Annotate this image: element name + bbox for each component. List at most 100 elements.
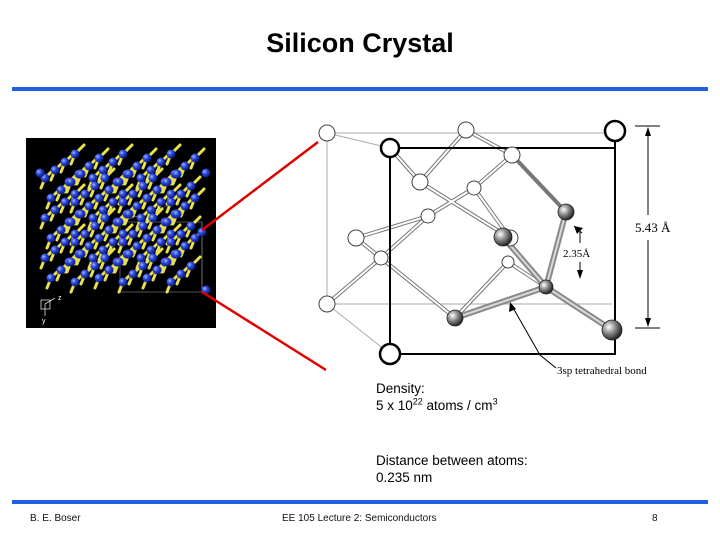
lattice-atom [66, 257, 76, 267]
lattice-atom [84, 241, 94, 251]
lattice-atom [180, 161, 190, 171]
lattice-atom [128, 189, 138, 199]
lattice-atom [100, 253, 110, 263]
lattice-atom [90, 181, 100, 191]
lattice-atom [46, 273, 56, 283]
lattice-atom [94, 193, 104, 203]
lattice-atom [166, 189, 176, 199]
lattice-atom [46, 233, 56, 243]
lattice-atom [190, 153, 200, 163]
lattice-atom [60, 157, 70, 167]
lattice-atom [80, 229, 90, 239]
lattice-atom [138, 261, 148, 271]
lattice-atom [66, 217, 76, 227]
lattice-atom [70, 229, 80, 239]
lattice-atom [104, 265, 114, 275]
lattice-atom [84, 161, 94, 171]
lattice-atom [50, 205, 60, 215]
lattice-atom [132, 241, 142, 251]
footer-course: EE 105 Lecture 2: Semiconductors [282, 513, 437, 524]
lattice-atom [80, 269, 90, 279]
lattice-atom [50, 245, 60, 255]
lattice-atom [70, 237, 80, 247]
lattice-atom [166, 229, 176, 239]
lattice-atom [148, 253, 158, 263]
lattice-atom [76, 209, 86, 219]
lattice-atom [162, 177, 172, 187]
footer-author: B. E. Boser [30, 513, 81, 524]
lattice-atom [66, 177, 76, 187]
lattice-atom [148, 213, 158, 223]
lattice-atom [98, 205, 108, 215]
lattice-atom [70, 197, 80, 207]
lattice-atom [50, 165, 60, 175]
distance-value: 0.235 nm [376, 470, 433, 485]
lattice-atom [142, 273, 152, 283]
lattice-atom [142, 233, 152, 243]
lattice-atom [156, 157, 166, 167]
lattice-atom [60, 237, 70, 247]
lattice-atom [136, 173, 146, 183]
lattice-atom [172, 209, 182, 219]
lattice-atom [40, 253, 50, 263]
lattice-render-panel: z y [26, 138, 216, 328]
lattice-atom [90, 261, 100, 271]
lattice-atom [104, 225, 114, 235]
unit-cell-diagram: 5.43 Å 2.35Å 3sp tetrahedral bond [318, 119, 671, 377]
zoom-line-upper [201, 141, 319, 231]
lattice-atom [94, 273, 104, 283]
lattice-atom [180, 241, 190, 251]
lattice-atom [98, 165, 108, 175]
lattice-atom [108, 237, 118, 247]
lattice-atom [156, 237, 166, 247]
lattice-atom [118, 189, 128, 199]
lattice-atom [138, 221, 148, 231]
footer-divider [12, 500, 708, 504]
lattice-atom [186, 221, 196, 231]
lattice-atom [124, 169, 134, 179]
axis-z-label: z [58, 295, 62, 302]
lattice-atom [124, 209, 134, 219]
lattice-atom [114, 257, 124, 267]
lattice-atom [46, 193, 56, 203]
lattice-atom [56, 185, 66, 195]
lattice-atom [70, 189, 80, 199]
zoom-line-lower [201, 290, 327, 372]
lattice-atom [146, 205, 156, 215]
lattice-atom [108, 157, 118, 167]
lattice-atom [94, 153, 104, 163]
lattice-atom [146, 245, 156, 255]
lattice-atom [114, 217, 124, 227]
lattice-atom [118, 229, 128, 239]
lattice-atom [166, 237, 176, 247]
lattice-atom [176, 269, 186, 279]
lattice-atom [118, 149, 128, 159]
lattice-atom [104, 185, 114, 195]
lattice-atom [172, 249, 182, 259]
lattice-atom [162, 217, 172, 227]
lattice-atom [142, 153, 152, 163]
lattice-atom [180, 201, 190, 211]
lattice-atom [166, 197, 176, 207]
lattice-atom [114, 177, 124, 187]
lattice-atom [88, 253, 98, 263]
lattice-atom [56, 225, 66, 235]
lattice-atom [142, 193, 152, 203]
lattice-atom [35, 168, 45, 178]
axes-triad-icon [40, 297, 56, 316]
lattice-atom [124, 249, 134, 259]
lattice-atom [166, 149, 176, 159]
lattice-atom [40, 213, 50, 223]
bond-caption: 3sp tetrahedral bond [557, 365, 647, 377]
lattice-atom [132, 161, 142, 171]
bond-length-label: 2.35Å [563, 248, 590, 260]
lattice-atom [76, 249, 86, 259]
density-block: Density: 5 x 1022 atoms / cm3 [376, 380, 498, 414]
silicon-lattice-figure: z y [26, 119, 671, 377]
lattice-atom [98, 245, 108, 255]
lattice-atom [108, 197, 118, 207]
lattice-atom [94, 233, 104, 243]
axis-y-label: y [42, 318, 46, 325]
lattice-atom [56, 265, 66, 275]
lattice-atom [118, 237, 128, 247]
